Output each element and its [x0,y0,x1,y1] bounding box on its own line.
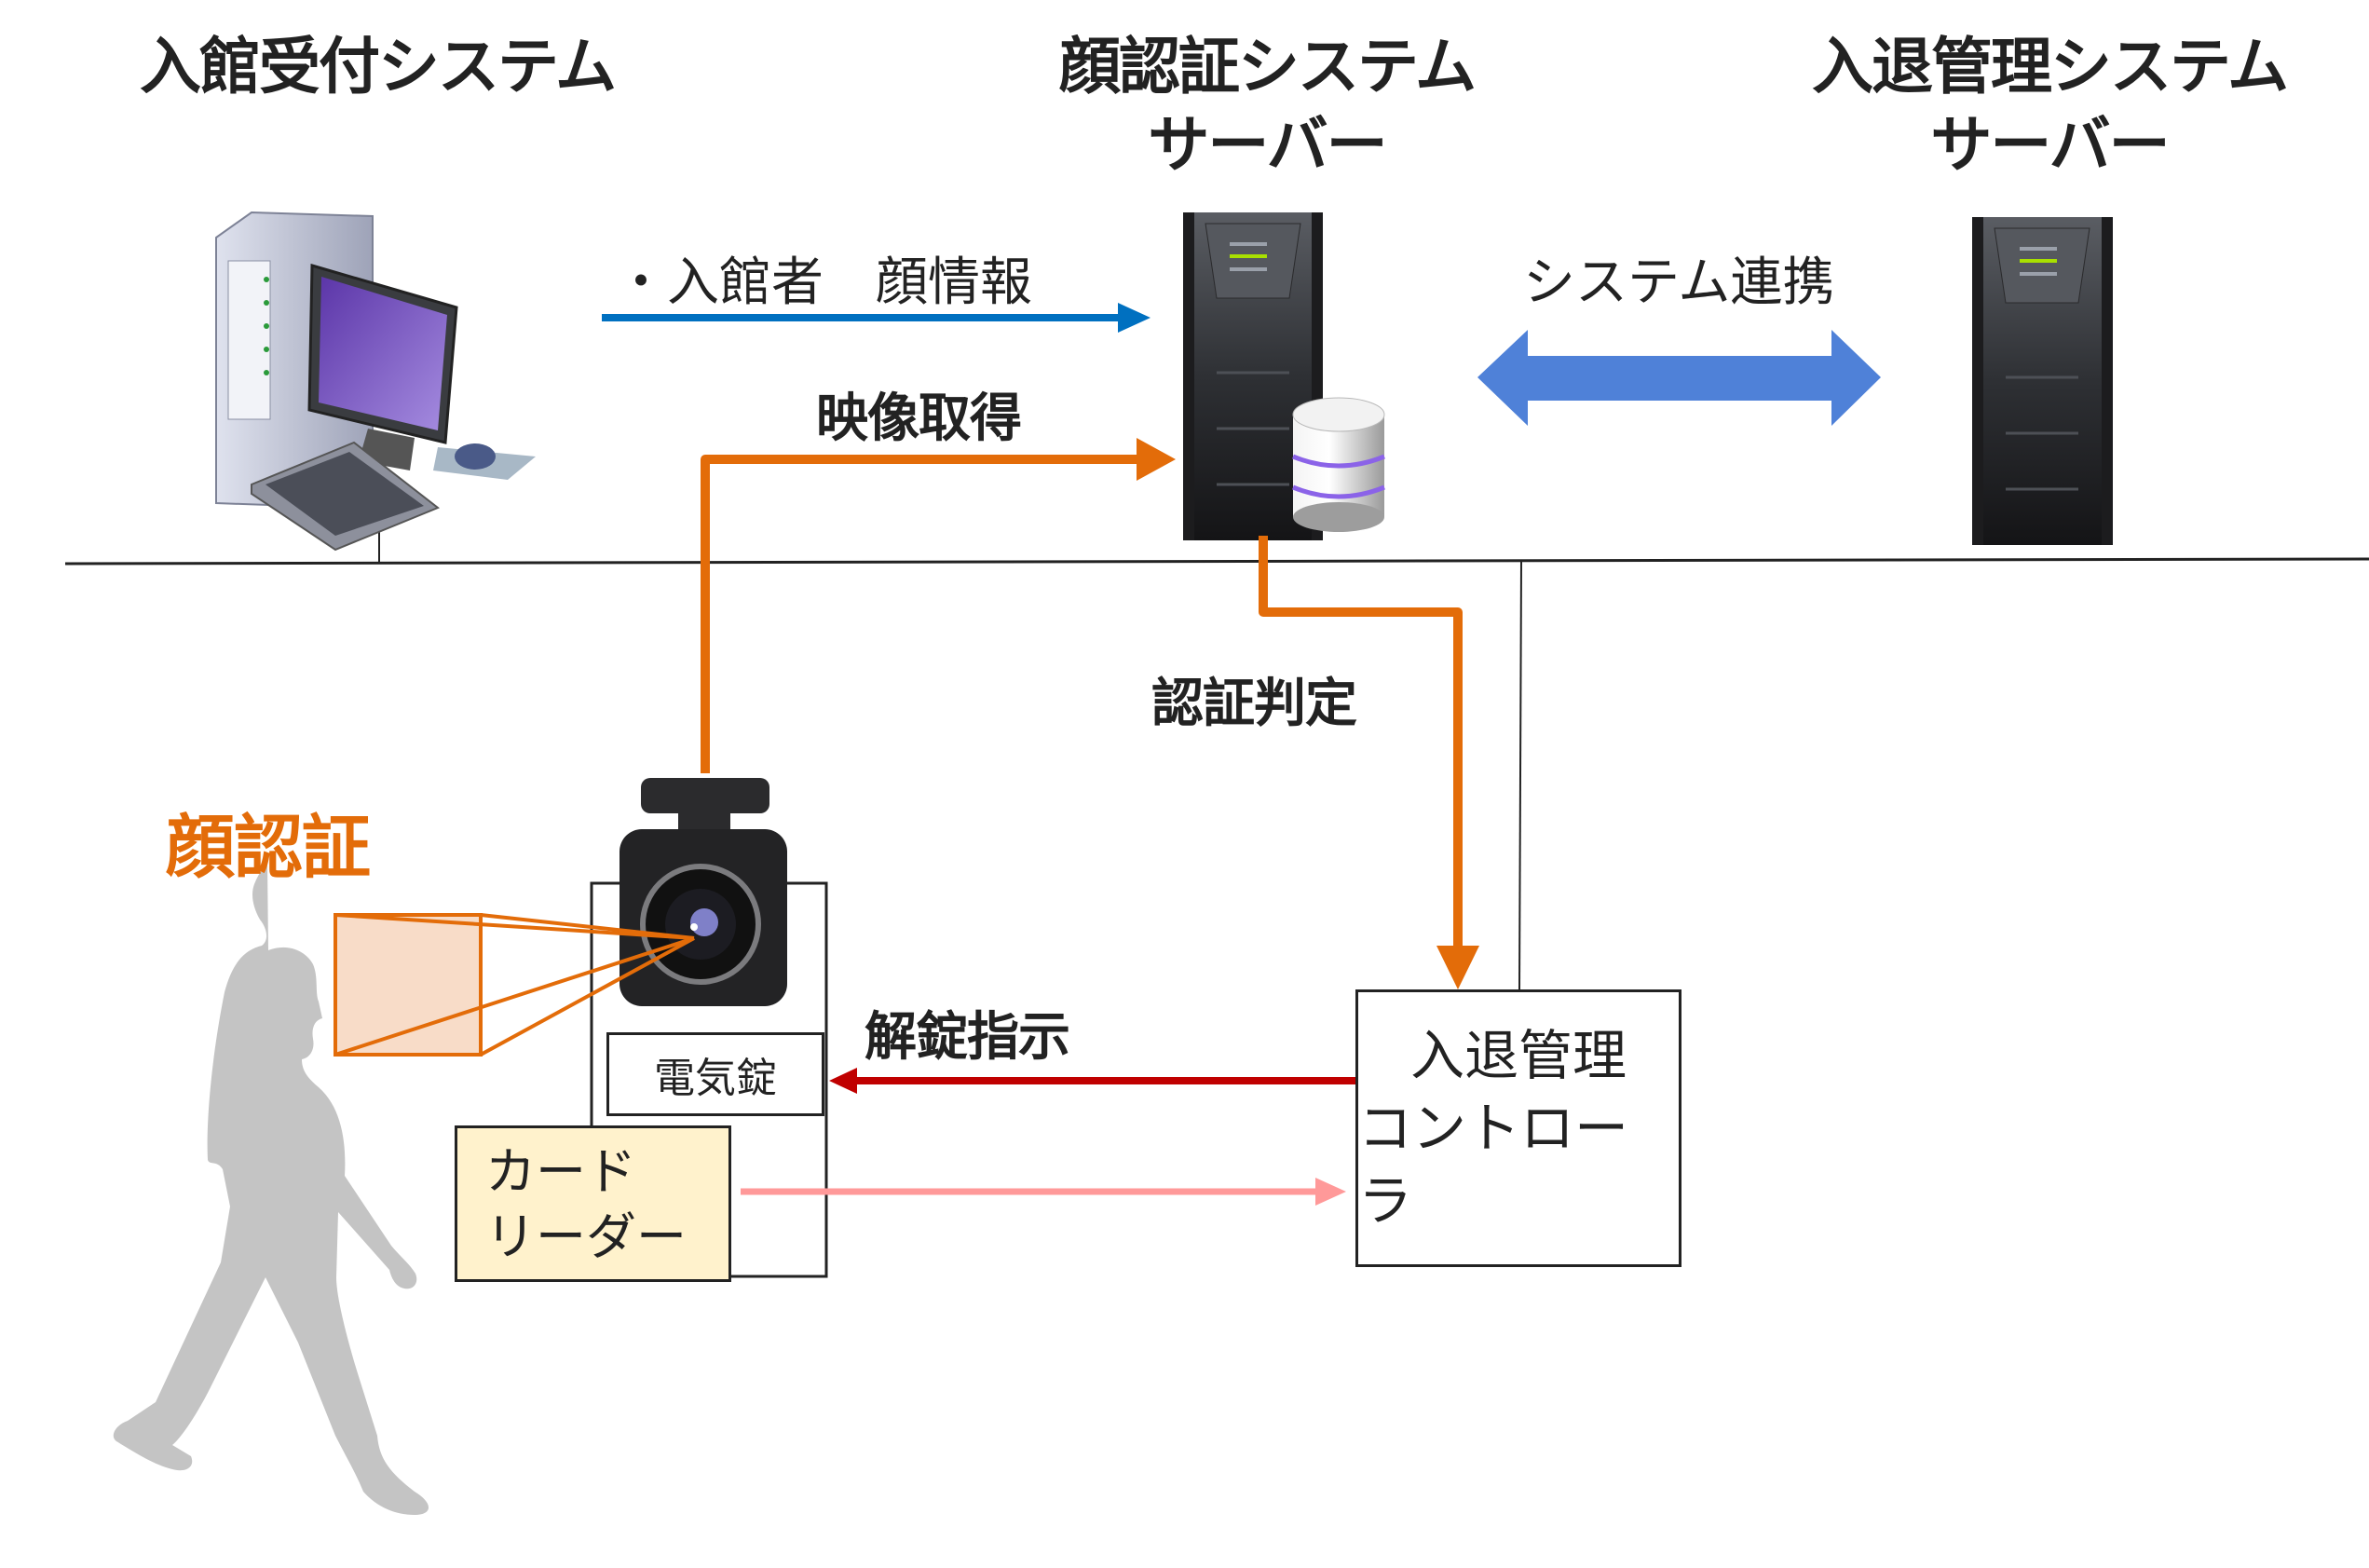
database-icon [1292,397,1385,532]
face-info-arrow [602,303,1150,333]
unlock-instruction-label: 解錠指示 [865,1007,1070,1068]
face-auth-server-title-line1: 顔認証システム [1058,31,1477,102]
walking-person-icon [113,864,429,1515]
card-reader-box: カード リーダー [455,1125,731,1282]
unlock-instruction-arrow [829,1068,1355,1094]
electric-lock-label: 電気錠 [654,1055,777,1102]
system-integration-double-arrow [1477,330,1881,426]
system-integration-label: システム連携 [1523,252,1835,313]
access-controller-box: 入退管理 コントローラ [1355,989,1681,1267]
auth-judgement-arrow [1259,536,1479,989]
network-backbone-line [64,557,2369,566]
controller-network-drop [1518,560,1522,990]
security-camera-icon [619,778,787,1006]
card-reader-label-line1: カード [485,1142,636,1201]
access-mgmt-server-icon [1972,217,2113,545]
access-controller-label-line1: 入退管理 [1409,1024,1627,1087]
access-controller-label-line2: コントローラ [1358,1097,1629,1233]
face-auth-label: 顔認証 [166,808,371,888]
face-auth-server-title-line2: サーバー [1148,109,1387,181]
video-acquisition-arrow [701,438,1176,773]
reception-system-title: 入館受付システム [139,31,617,102]
electric-lock-box: 電気錠 [606,1032,824,1116]
access-mgmt-server-title-line2: サーバー [1930,109,2170,181]
face-capture-frustum [334,913,695,1057]
face-info-label: ・入館者 顔情報 [615,252,1032,313]
video-acquisition-label: 映像取得 [816,389,1022,449]
access-mgmt-server-title: 入退管理システム サーバー [1751,28,2348,184]
access-mgmt-server-title-line1: 入退管理システム [1811,31,2289,102]
face-auth-server-title: 顔認証システム サーバー [987,28,1546,184]
card-reader-label-line2: リーダー [485,1207,687,1266]
desktop-computer-icon [215,211,536,552]
auth-judgement-label: 認証判定 [1151,674,1357,734]
card-reader-signal-arrow [741,1178,1346,1206]
